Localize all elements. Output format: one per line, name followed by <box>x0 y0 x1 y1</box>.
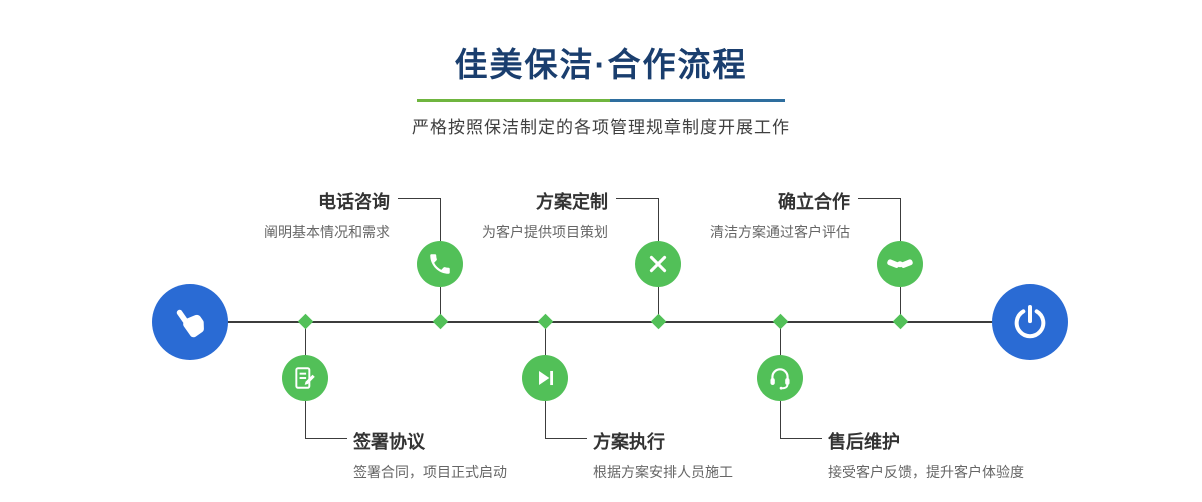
step-desc: 根据方案安排人员施工 <box>593 464 733 480</box>
step-desc: 清洁方案通过客户评估 <box>710 224 850 240</box>
step-title: 方案定制 <box>536 192 608 212</box>
power-icon <box>1014 305 1046 339</box>
phone-icon <box>430 254 450 274</box>
connector-stem <box>900 287 901 321</box>
step-desc: 为客户提供项目策划 <box>482 224 608 240</box>
step-label: 确立合作 清洁方案通过客户评估 <box>710 188 850 242</box>
timeline-line <box>190 321 1030 323</box>
divider-blue-segment <box>609 99 785 102</box>
header: 佳美保洁·合作流程 严格按照保洁制定的各项管理规章制度开展工作 <box>0 38 1202 138</box>
connector-elbow-horizontal <box>780 438 822 439</box>
connector-stem <box>440 287 441 321</box>
timeline-diamond <box>892 313 909 330</box>
step-node-headset <box>757 355 803 401</box>
contract-icon <box>295 367 315 389</box>
step-desc: 签署合同，项目正式启动 <box>353 464 507 480</box>
step-title: 售后维护 <box>828 432 900 452</box>
page-subtitle: 严格按照保洁制定的各项管理规章制度开展工作 <box>412 118 790 137</box>
handshake-icon <box>887 259 913 268</box>
connector-stem <box>305 323 306 355</box>
timeline-diamond <box>537 313 554 330</box>
connector-elbow-horizontal <box>545 438 587 439</box>
connector-elbow-vertical <box>440 198 441 241</box>
connector-stem <box>545 323 546 355</box>
step-node-handshake <box>877 241 923 287</box>
pointing-hand-icon <box>176 309 204 338</box>
end-node <box>992 284 1068 360</box>
step-desc: 接受客户反馈，提升客户体验度 <box>828 464 1024 480</box>
step-label: 电话咨询 阐明基本情况和需求 <box>264 188 390 242</box>
step-label: 签署协议 签署合同，项目正式启动 <box>353 428 507 482</box>
connector-elbow-vertical <box>900 198 901 241</box>
connector-elbow-vertical <box>305 401 306 438</box>
connector-elbow-vertical <box>545 401 546 438</box>
step-title: 签署协议 <box>353 432 425 452</box>
step-label: 售后维护 接受客户反馈，提升客户体验度 <box>828 428 1024 482</box>
headset-icon <box>770 368 790 390</box>
step-title: 确立合作 <box>778 192 850 212</box>
page-title: 佳美保洁·合作流程 <box>454 46 748 83</box>
timeline-diamond <box>297 313 314 330</box>
step-node-contract <box>282 355 328 401</box>
step-label: 方案执行 根据方案安排人员施工 <box>593 428 733 482</box>
connector-elbow-vertical <box>780 401 781 438</box>
step-desc: 阐明基本情况和需求 <box>264 224 390 240</box>
title-divider <box>417 99 785 102</box>
timeline-diamond <box>650 313 667 330</box>
connector-stem <box>658 287 659 321</box>
design-tools-icon <box>649 255 667 273</box>
step-node-phone <box>417 241 463 287</box>
timeline-diamond <box>772 313 789 330</box>
step-node-design <box>635 241 681 287</box>
step-title: 电话咨询 <box>318 192 390 212</box>
timeline-diamond <box>432 313 449 330</box>
execute-play-icon <box>539 370 554 386</box>
connector-stem <box>780 323 781 355</box>
step-node-execute <box>522 355 568 401</box>
step-title: 方案执行 <box>593 432 665 452</box>
connector-elbow-vertical <box>658 198 659 241</box>
connector-elbow-horizontal <box>616 198 658 199</box>
connector-elbow-horizontal <box>398 198 440 199</box>
divider-green-segment <box>417 99 610 102</box>
start-node <box>152 284 228 360</box>
connector-elbow-horizontal <box>305 438 347 439</box>
step-label: 方案定制 为客户提供项目策划 <box>482 188 608 242</box>
connector-elbow-horizontal <box>858 198 900 199</box>
